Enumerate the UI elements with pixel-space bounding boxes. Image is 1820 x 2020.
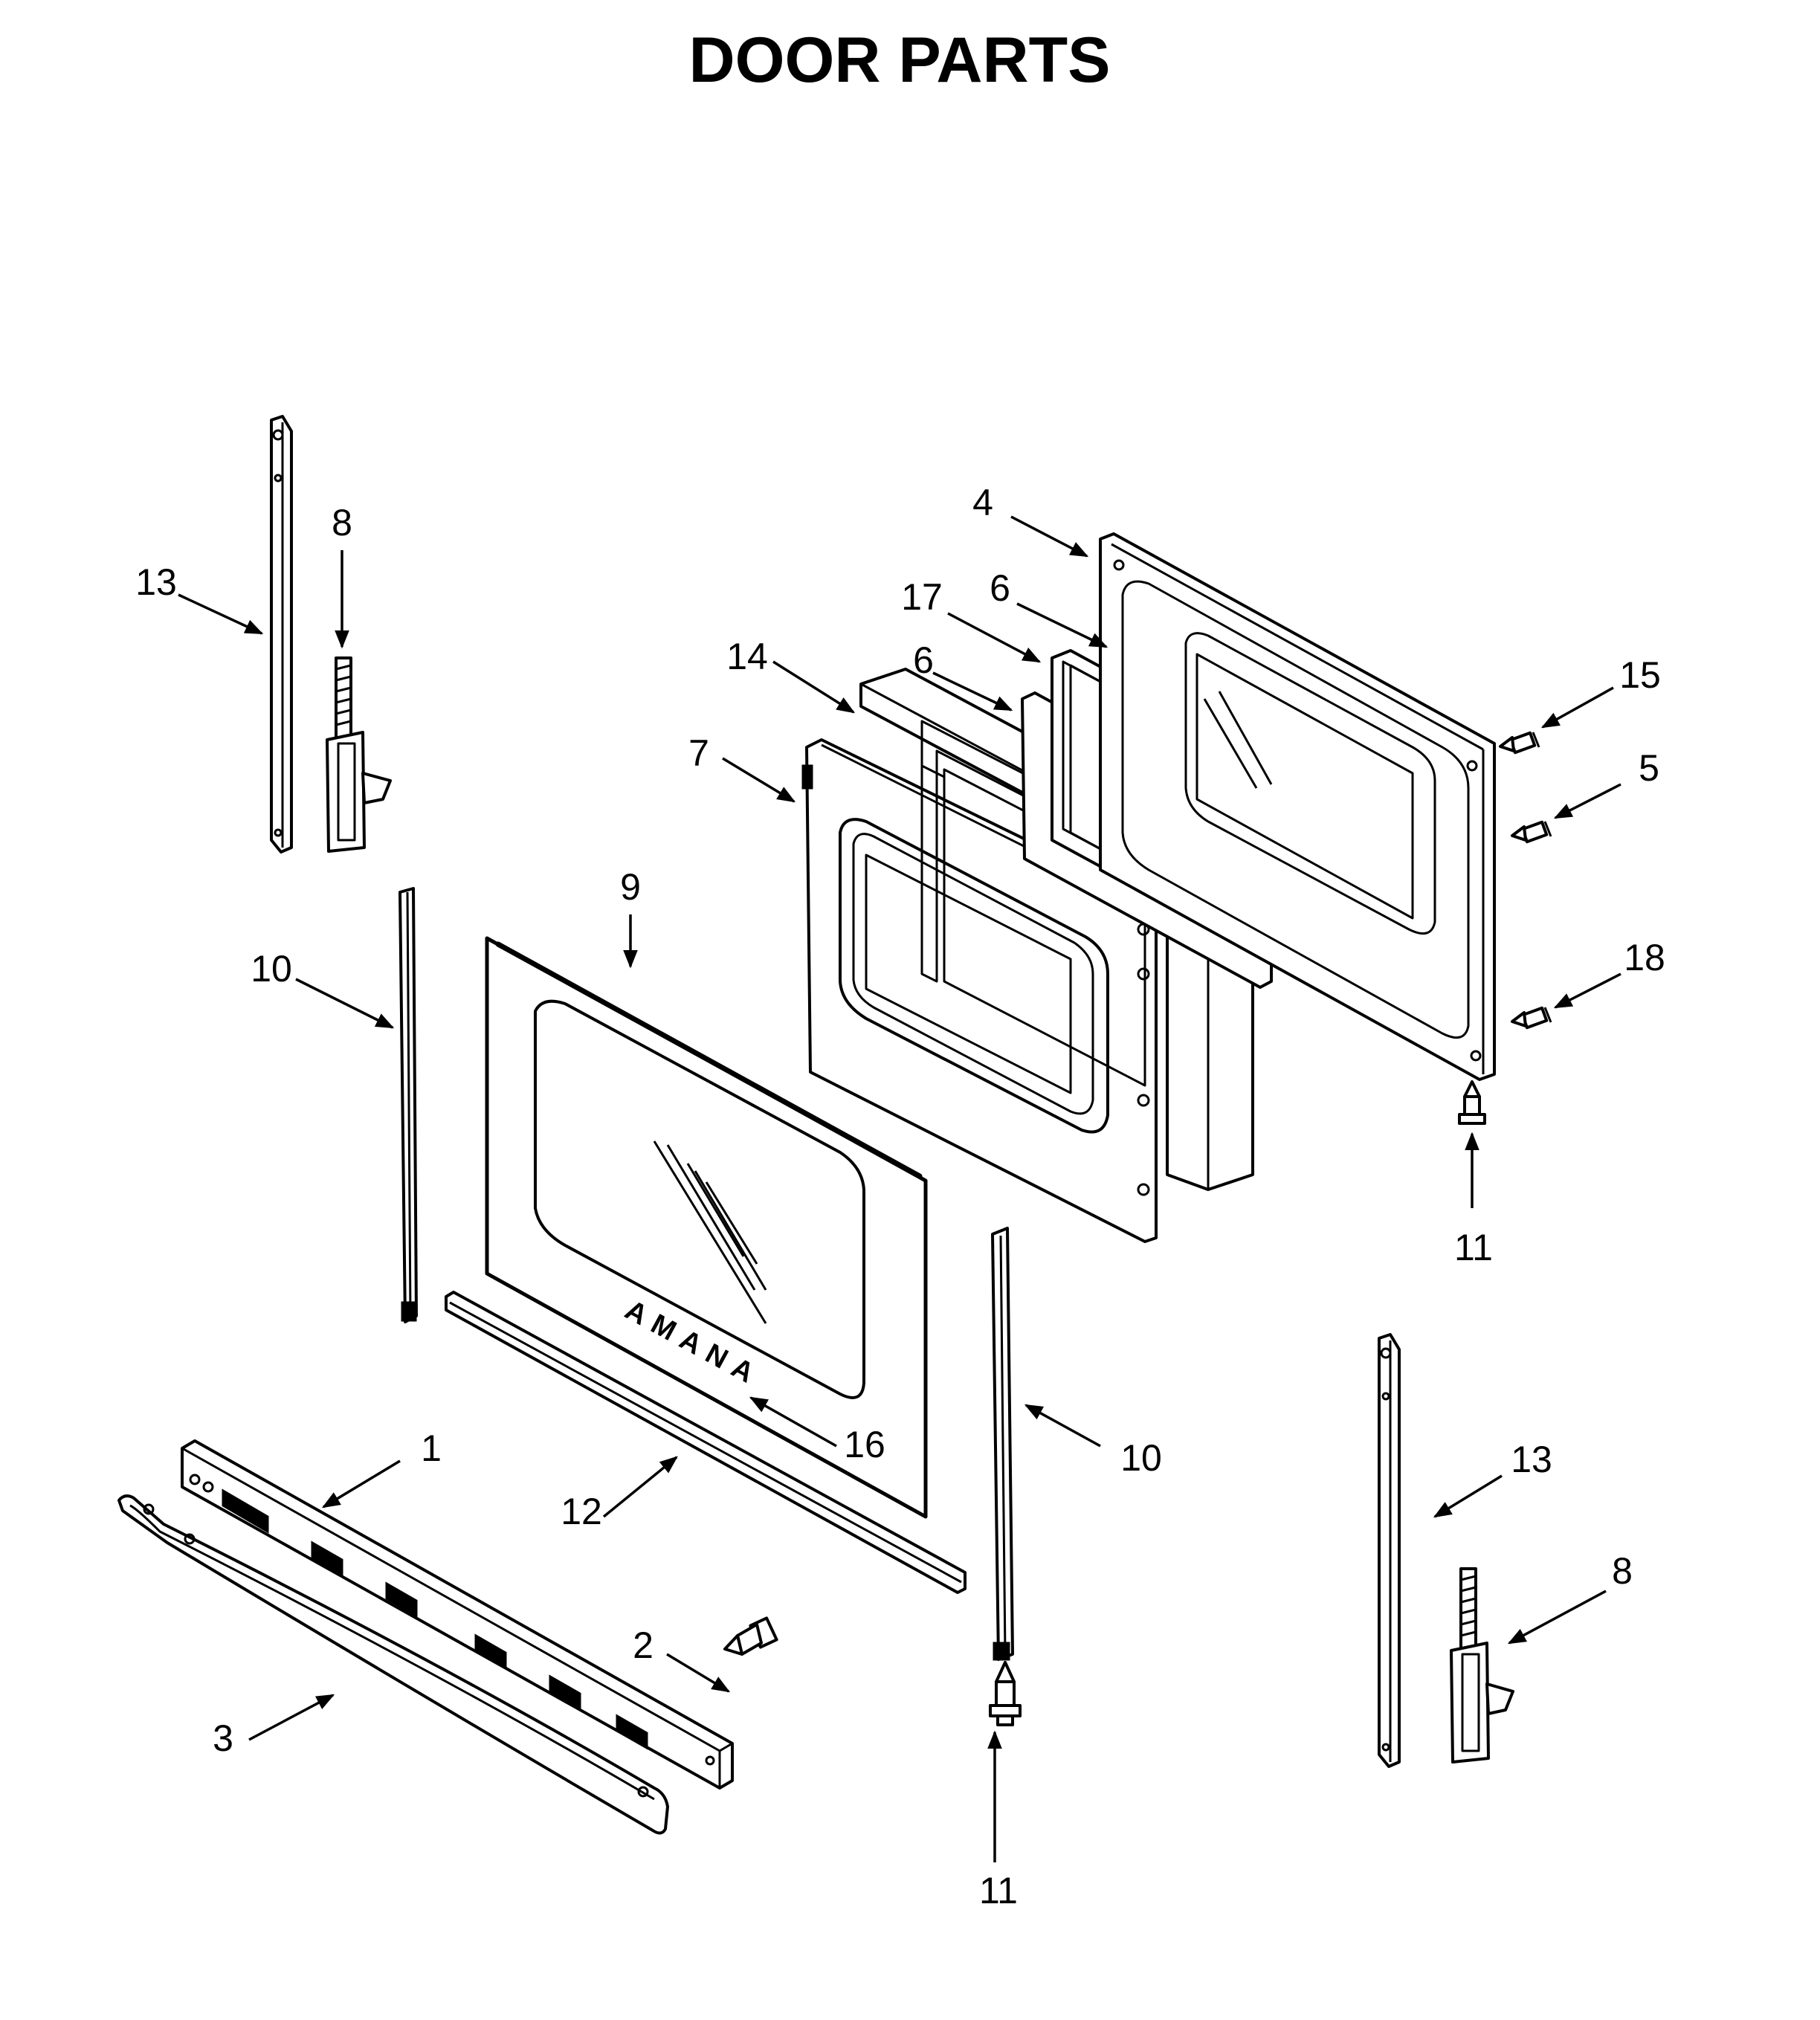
callout-8-hinge-right: 8 — [1612, 1550, 1633, 1592]
callout-9-outer-door-glass: 9 — [620, 866, 641, 908]
leader-lines — [178, 515, 1621, 1862]
vent-slots — [222, 1488, 648, 1750]
callout-12-door-bottom-trim: 12 — [561, 1491, 602, 1532]
callout-8-hinge-left: 8 — [332, 502, 352, 543]
callout-10-side-trim-left: 10 — [251, 948, 292, 990]
page-title: DOOR PARTS — [689, 25, 1111, 96]
callout-10-side-trim-right: 10 — [1120, 1437, 1162, 1479]
side-trim-left — [398, 887, 418, 1323]
callout-11-screw-bottom: 11 — [979, 1870, 1018, 1911]
callout-4-door-liner: 4 — [972, 482, 993, 523]
callout-11-screw-right: 11 — [1454, 1227, 1493, 1268]
callout-5-screw: 5 — [1639, 747, 1659, 789]
outer-door-glass-panel: AMANA — [485, 936, 928, 1519]
callout-6-glass-rear: 6 — [990, 567, 1010, 609]
door-liner — [1099, 532, 1496, 1081]
door-handle — [117, 1494, 669, 1835]
callout-3-door-handle: 3 — [213, 1717, 233, 1759]
screw-bottom-center — [989, 1661, 1022, 1726]
hinge-channel-right — [1378, 1333, 1401, 1768]
callout-7-inner-door-frame: 7 — [688, 732, 709, 774]
hinge-left — [326, 656, 392, 853]
callout-14-insulation: 14 — [726, 636, 768, 677]
callout-6-glass-front: 6 — [913, 639, 934, 681]
callout-17-glass-spacer: 17 — [901, 576, 943, 618]
screw-bottom-right — [1458, 1080, 1486, 1125]
callout-2-screw: 2 — [633, 1624, 654, 1666]
screw-handle — [723, 1616, 778, 1656]
screw-5 — [1511, 820, 1552, 844]
screw-15 — [1499, 731, 1540, 755]
hinge-channel-left — [270, 415, 293, 854]
callout-13-hinge-channel-left: 13 — [135, 561, 177, 603]
callout-13-hinge-channel-right: 13 — [1511, 1439, 1552, 1480]
callout-1-vent-trim: 1 — [421, 1427, 442, 1469]
callout-16-logo: 16 — [844, 1424, 885, 1465]
door-bottom-trim — [445, 1291, 967, 1594]
screw-18 — [1511, 1006, 1552, 1030]
vent-trim — [181, 1439, 734, 1790]
callout-15-screw: 15 — [1619, 654, 1661, 696]
callouts: 13 8 10 9 1 2 3 12 16 10 11 13 8 4 17 6 … — [135, 482, 1665, 1911]
side-trim-right — [991, 1227, 1014, 1661]
callout-18-screw: 18 — [1624, 937, 1665, 978]
hinge-right — [1450, 1567, 1514, 1764]
